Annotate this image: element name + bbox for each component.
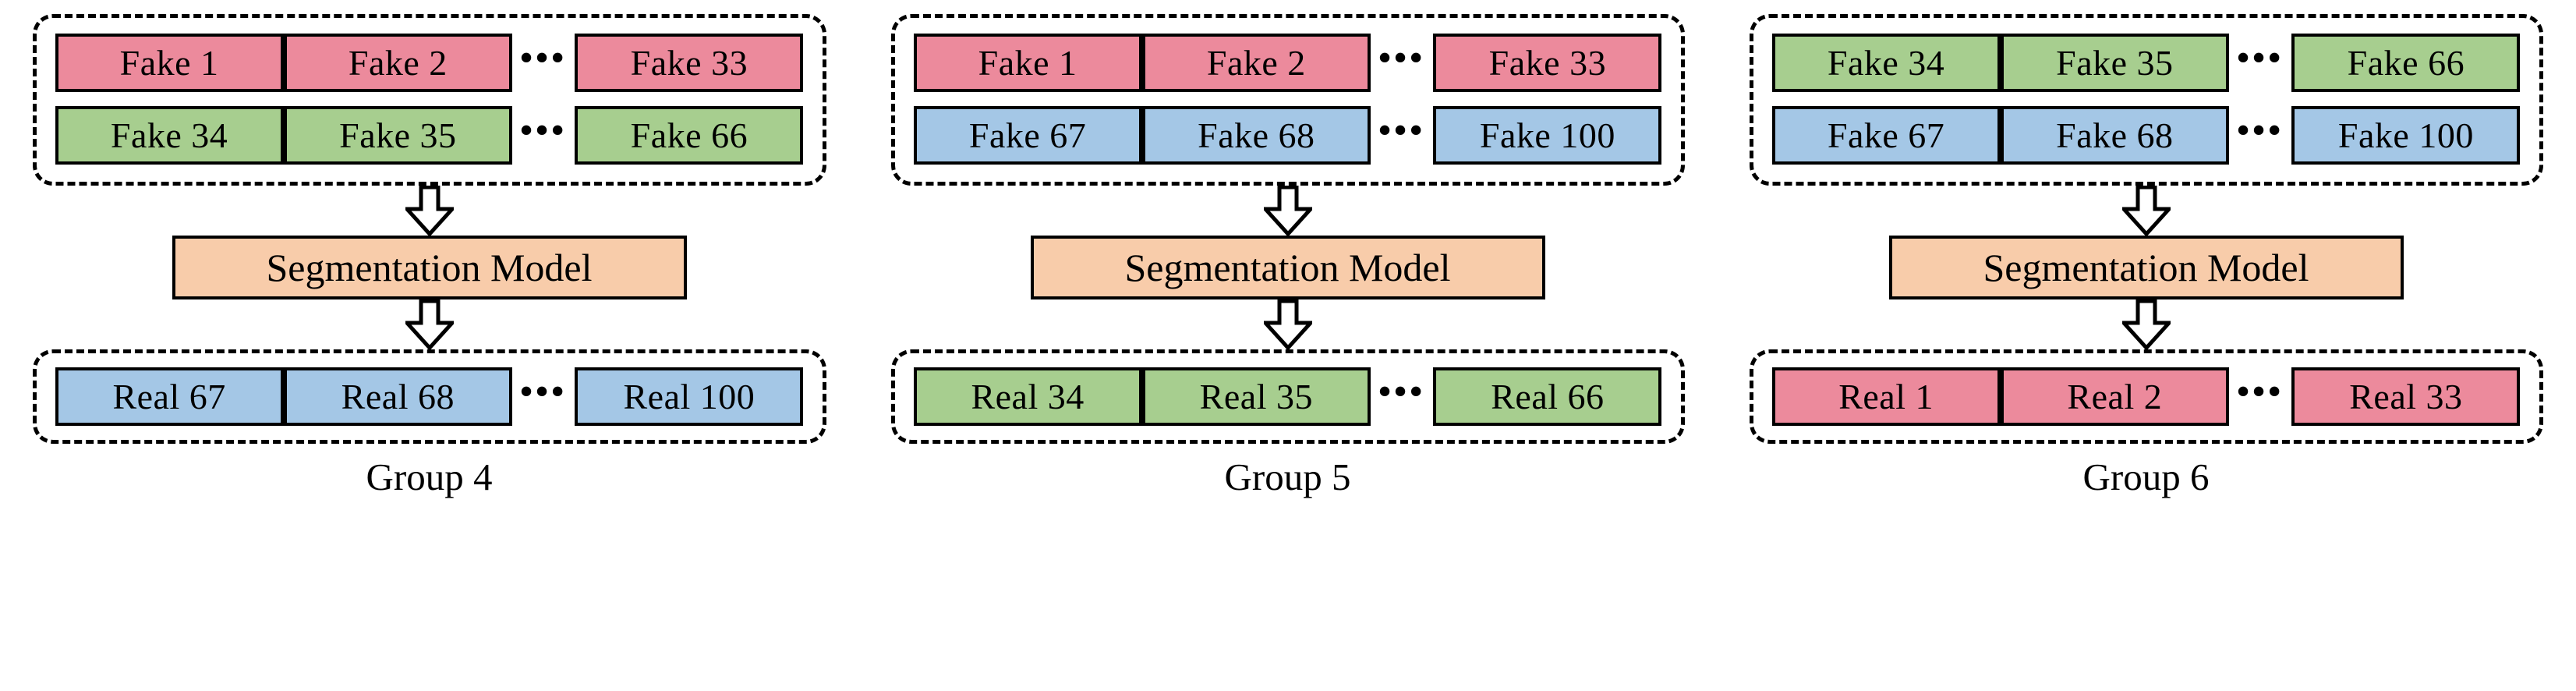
ellipsis-icon: •••: [2236, 37, 2284, 77]
down-arrow-icon: [405, 299, 454, 349]
segmentation-model-box[interactable]: Segmentation Model: [172, 236, 687, 299]
item-cell[interactable]: Real 67: [55, 367, 284, 426]
item-cell[interactable]: Fake 35: [283, 106, 512, 165]
item-cell[interactable]: Fake 68: [2000, 106, 2229, 165]
down-arrow-icon: [1263, 186, 1312, 236]
item-cell[interactable]: Fake 2: [283, 34, 512, 92]
item-cell[interactable]: Fake 66: [2291, 34, 2521, 92]
item-cell[interactable]: Fake 34: [1771, 34, 2001, 92]
group-caption: Group 4: [366, 455, 493, 498]
down-arrow-icon: [2121, 299, 2171, 349]
ellipsis-icon: •••: [2236, 370, 2284, 411]
item-cell[interactable]: Real 33: [2291, 367, 2521, 426]
group-caption: Group 5: [1224, 455, 1351, 498]
item-cell[interactable]: Real 34: [913, 367, 1142, 426]
item-cell[interactable]: Fake 68: [1141, 106, 1371, 165]
ellipsis-icon: •••: [1378, 370, 1426, 411]
segmentation-model-box[interactable]: Segmentation Model: [1030, 236, 1545, 299]
item-cell[interactable]: Fake 100: [2291, 106, 2521, 165]
segmentation-model-box[interactable]: Segmentation Model: [1888, 236, 2404, 299]
group-caption: Group 6: [2082, 455, 2210, 498]
item-cell[interactable]: Fake 33: [575, 34, 804, 92]
item-cell[interactable]: Real 66: [1433, 367, 1662, 426]
down-arrow-icon: [1263, 299, 1312, 349]
item-cell[interactable]: Fake 35: [2000, 34, 2229, 92]
ellipsis-icon: •••: [1378, 37, 1426, 77]
item-cell[interactable]: Real 100: [575, 367, 804, 426]
item-cell[interactable]: Real 68: [283, 367, 512, 426]
item-cell[interactable]: Fake 67: [1771, 106, 2001, 165]
ellipsis-icon: •••: [519, 37, 568, 77]
item-cell[interactable]: Fake 1: [55, 34, 284, 92]
item-cell[interactable]: Fake 34: [55, 106, 284, 165]
ellipsis-icon: •••: [2236, 109, 2284, 150]
item-cell[interactable]: Fake 1: [913, 34, 1142, 92]
item-cell[interactable]: Fake 2: [1141, 34, 1371, 92]
ellipsis-icon: •••: [519, 109, 568, 150]
item-cell[interactable]: Fake 100: [1433, 106, 1662, 165]
item-cell[interactable]: Real 1: [1771, 367, 2001, 426]
ellipsis-icon: •••: [1378, 109, 1426, 150]
down-arrow-icon: [405, 186, 454, 236]
item-cell[interactable]: Real 35: [1141, 367, 1371, 426]
item-cell[interactable]: Fake 33: [1433, 34, 1662, 92]
item-cell[interactable]: Fake 66: [575, 106, 804, 165]
item-cell[interactable]: Real 2: [2000, 367, 2229, 426]
item-cell[interactable]: Fake 67: [913, 106, 1142, 165]
ellipsis-icon: •••: [519, 370, 568, 411]
down-arrow-icon: [2121, 186, 2171, 236]
